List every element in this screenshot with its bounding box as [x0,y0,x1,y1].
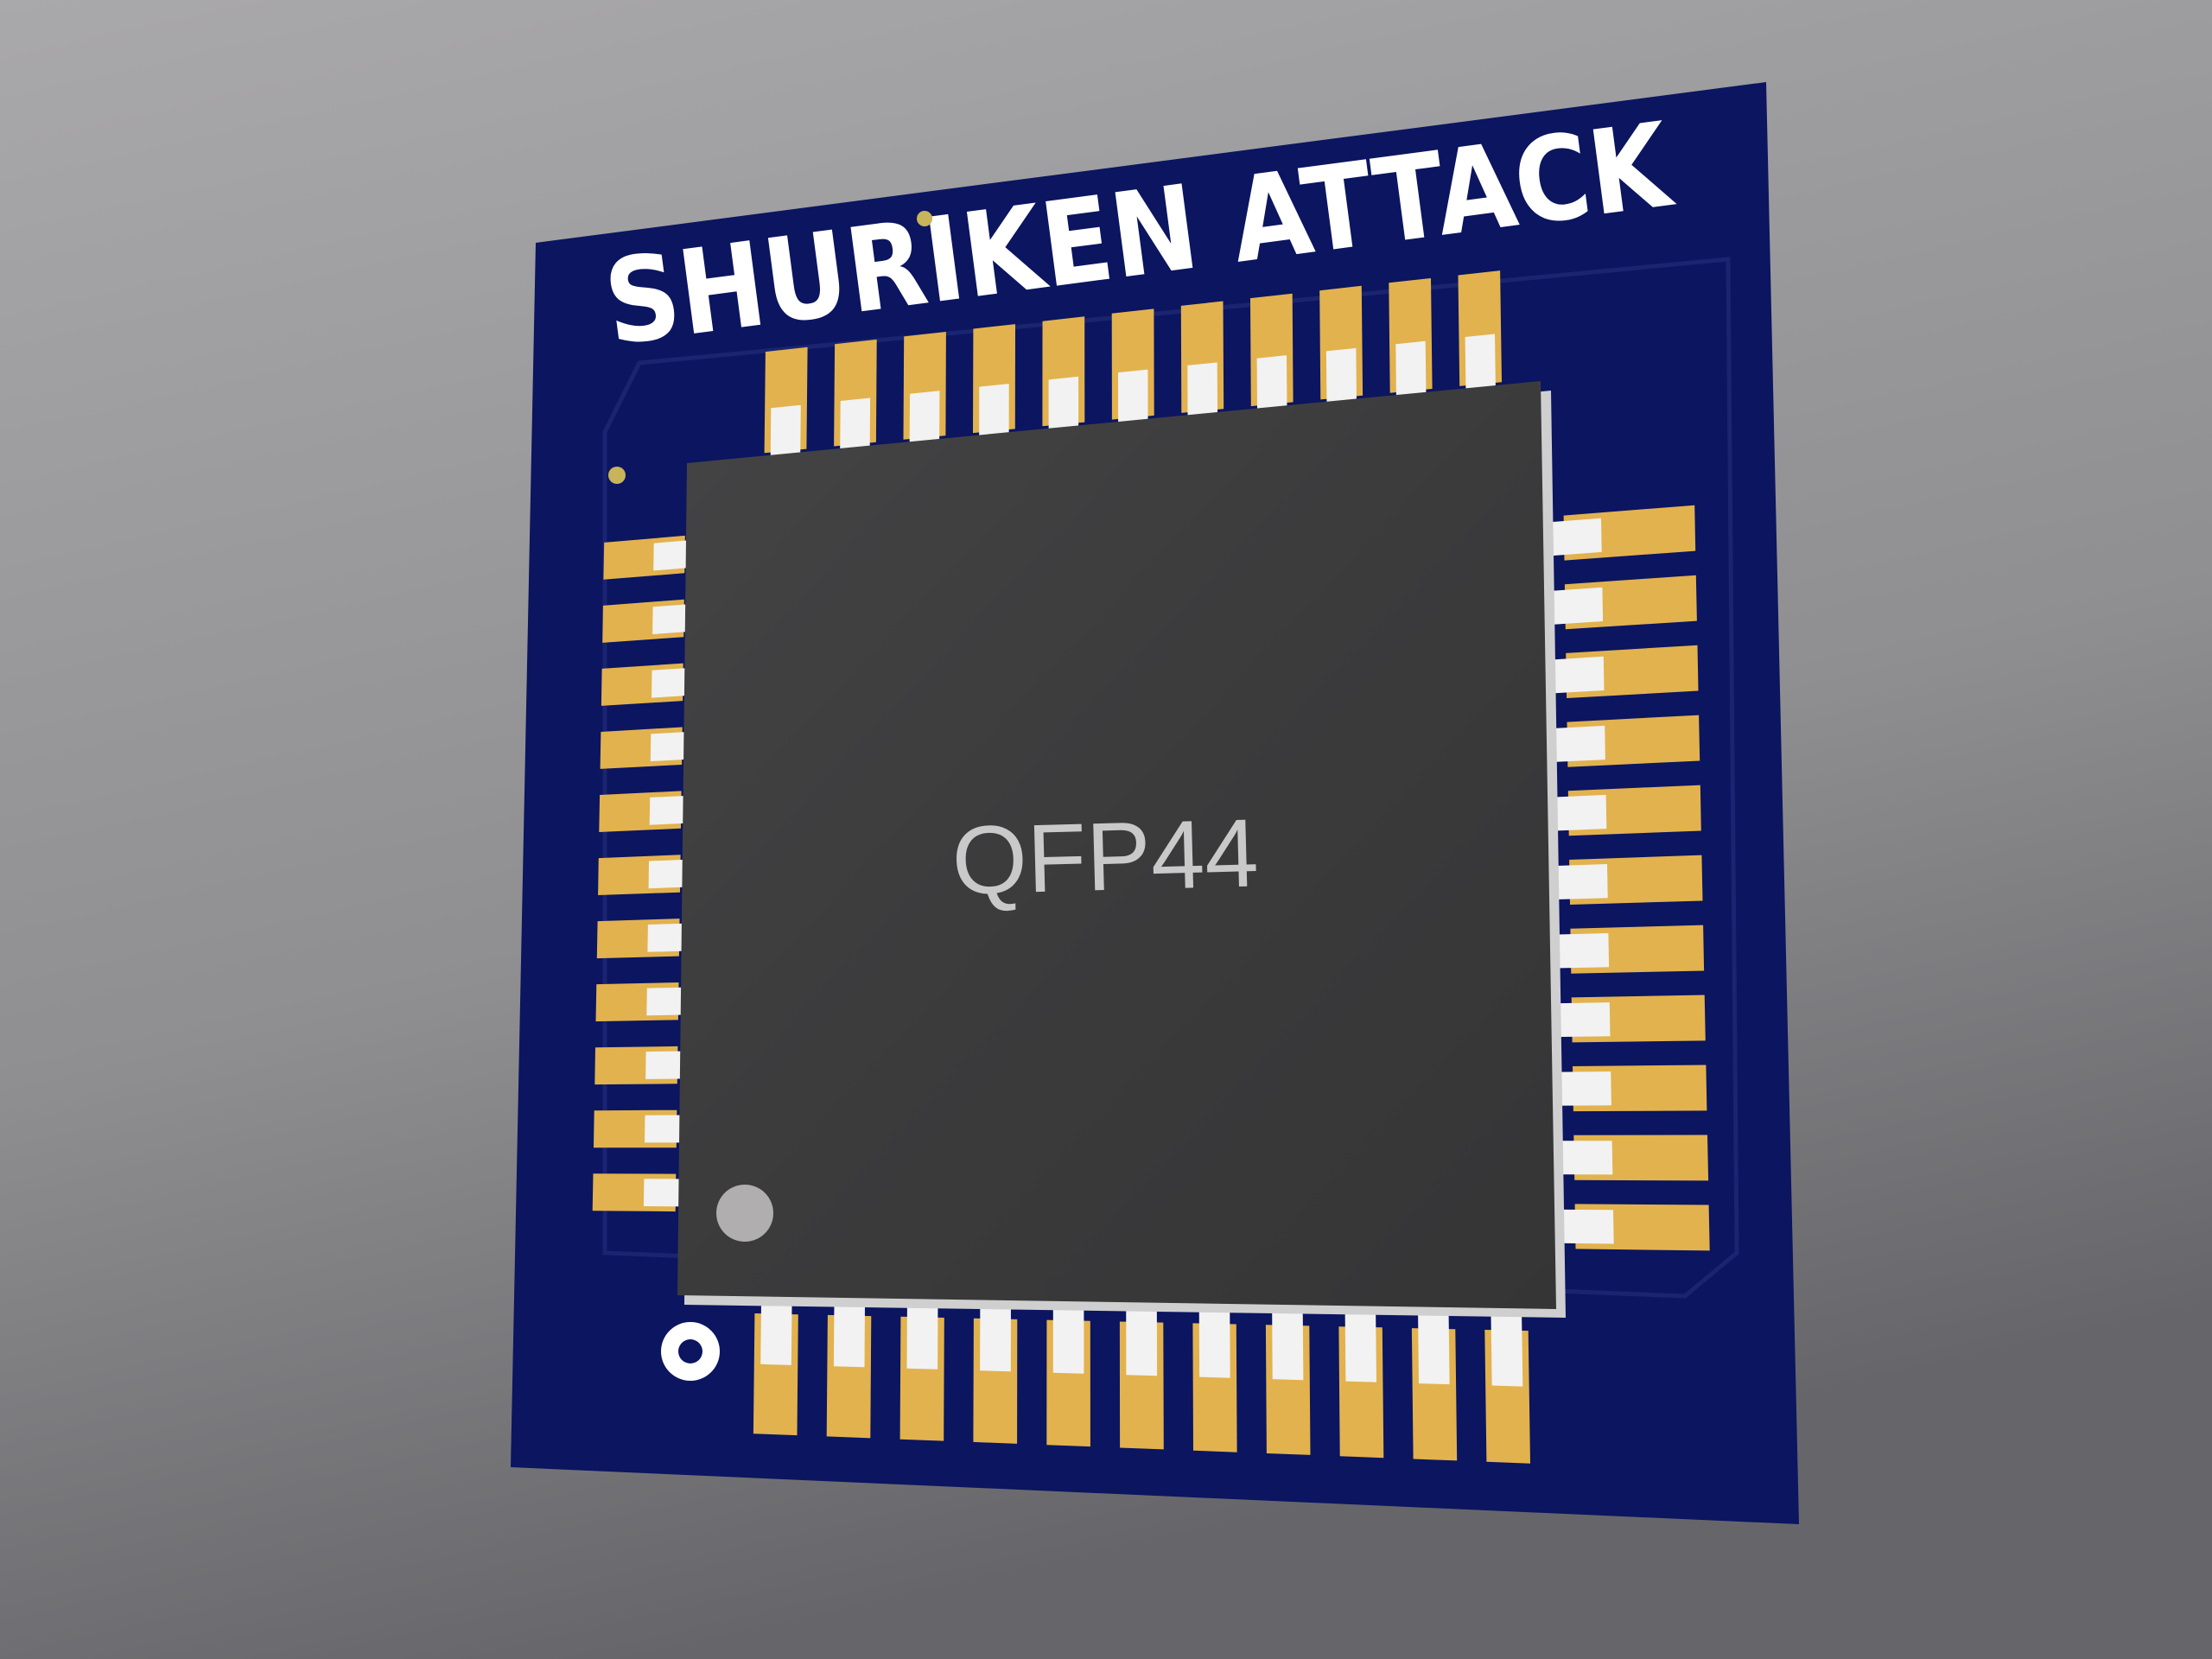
board-outline-trace [602,257,1739,1299]
lead-right [1546,1002,1611,1038]
lead-right [1540,587,1604,626]
lead-bottom [906,1291,938,1370]
lead-left [647,923,693,952]
lead-bottom [760,1287,792,1365]
via [917,211,932,226]
chip-body [677,381,1556,1309]
lead-bottom [1126,1294,1158,1376]
lead-left [648,859,694,889]
lead-right [1544,864,1608,900]
lead-bottom [1198,1296,1230,1378]
lead-left [645,1051,690,1079]
lead-bottom [1491,1302,1523,1387]
lead-right [1542,794,1607,831]
lead-bottom [1417,1300,1450,1385]
lead-right [1541,725,1605,763]
chip-label: QFP44 [950,798,1260,914]
lead-group [643,334,1614,1387]
lead-bottom [980,1292,1011,1372]
lead-bottom [1052,1294,1084,1374]
lead-right [1538,518,1602,557]
lead-right [1548,1141,1613,1175]
lead-right [1549,1209,1614,1244]
lead-left [649,795,695,825]
lead-right [1545,933,1610,969]
pin1-marker [716,1185,773,1242]
lead-left [643,1179,689,1207]
lead-left [646,987,691,1016]
mounting-hole [678,1339,702,1363]
lead-right [1541,656,1605,695]
via [608,467,626,484]
lead-right [1547,1071,1611,1106]
lead-bottom [833,1289,866,1368]
lead-bottom [1344,1299,1376,1382]
lead-left [645,1115,690,1143]
lead-bottom [1272,1298,1304,1381]
